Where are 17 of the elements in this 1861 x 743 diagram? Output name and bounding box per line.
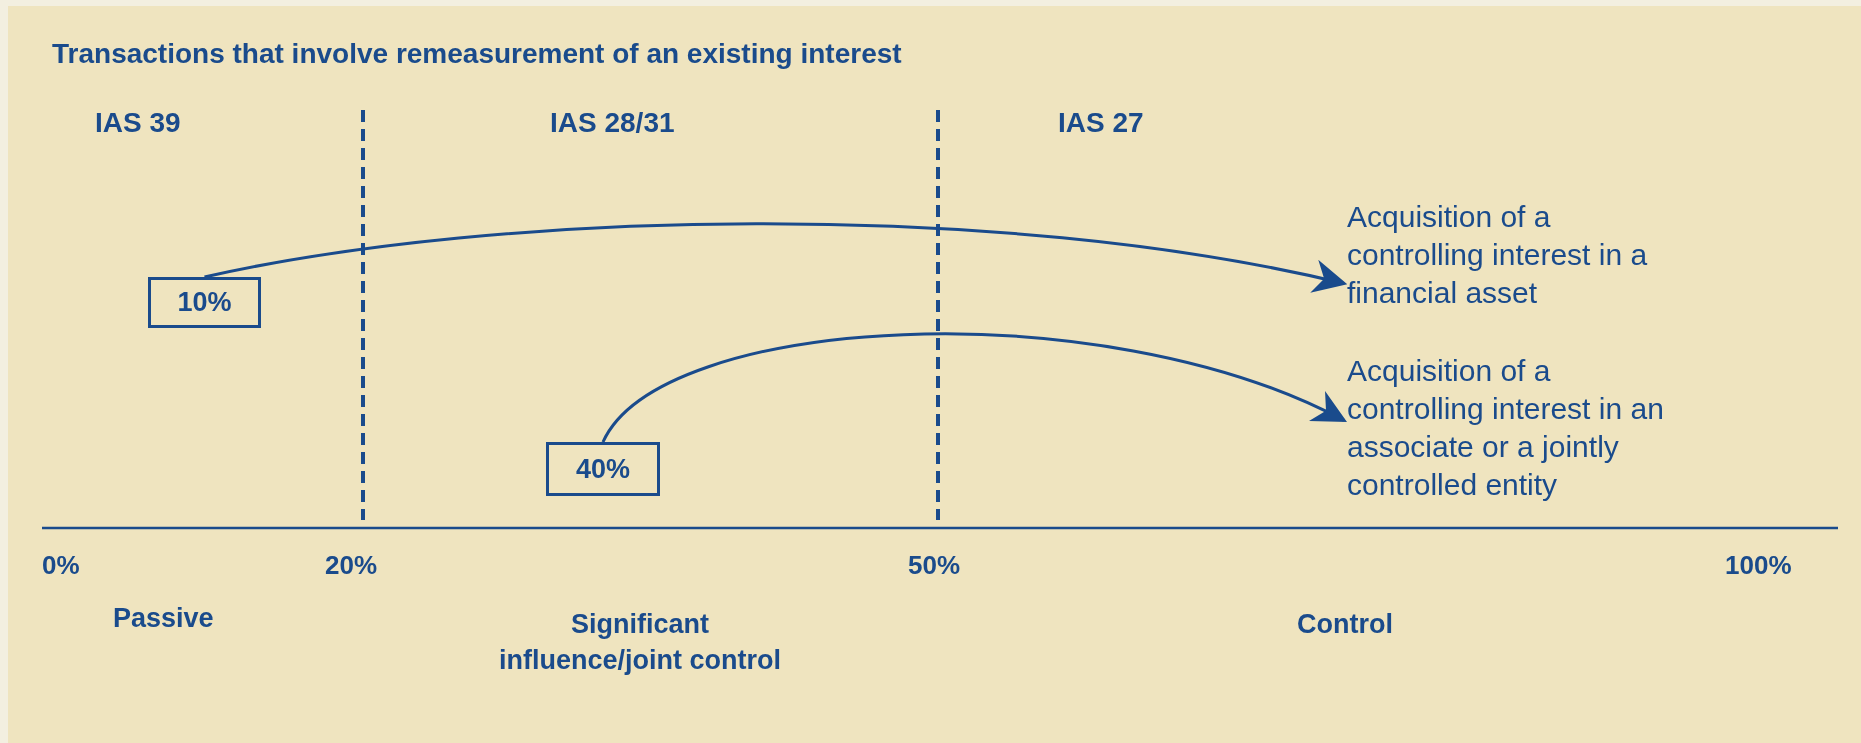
range-label: Passive — [113, 603, 214, 634]
standard-label: IAS 28/31 — [550, 107, 675, 139]
standard-label: IAS 39 — [95, 107, 181, 139]
curved-arrow — [204, 222, 1348, 294]
description-text: Acquisition of a controlling interest in a financial asset — [1347, 198, 1687, 312]
standard-label: IAS 27 — [1058, 107, 1144, 139]
range-label: Significant influence/joint control — [498, 608, 782, 677]
percentage-box: 40% — [546, 442, 660, 496]
axis-tick-label: 20% — [325, 550, 378, 581]
axis-tick-label: 0% — [42, 550, 80, 581]
title: Transactions that involve remeasurement of an existing interest — [52, 38, 902, 70]
curved-arrow — [601, 333, 1348, 443]
description-text: Acquisition of a controlling interest in an associate or a jointly controlled entity — [1347, 352, 1687, 504]
percentage-box: 10% — [148, 277, 261, 328]
axis-tick-label: 50% — [908, 550, 961, 581]
axis-tick-label: 100% — [1725, 550, 1792, 581]
range-label: Control — [1296, 608, 1394, 641]
